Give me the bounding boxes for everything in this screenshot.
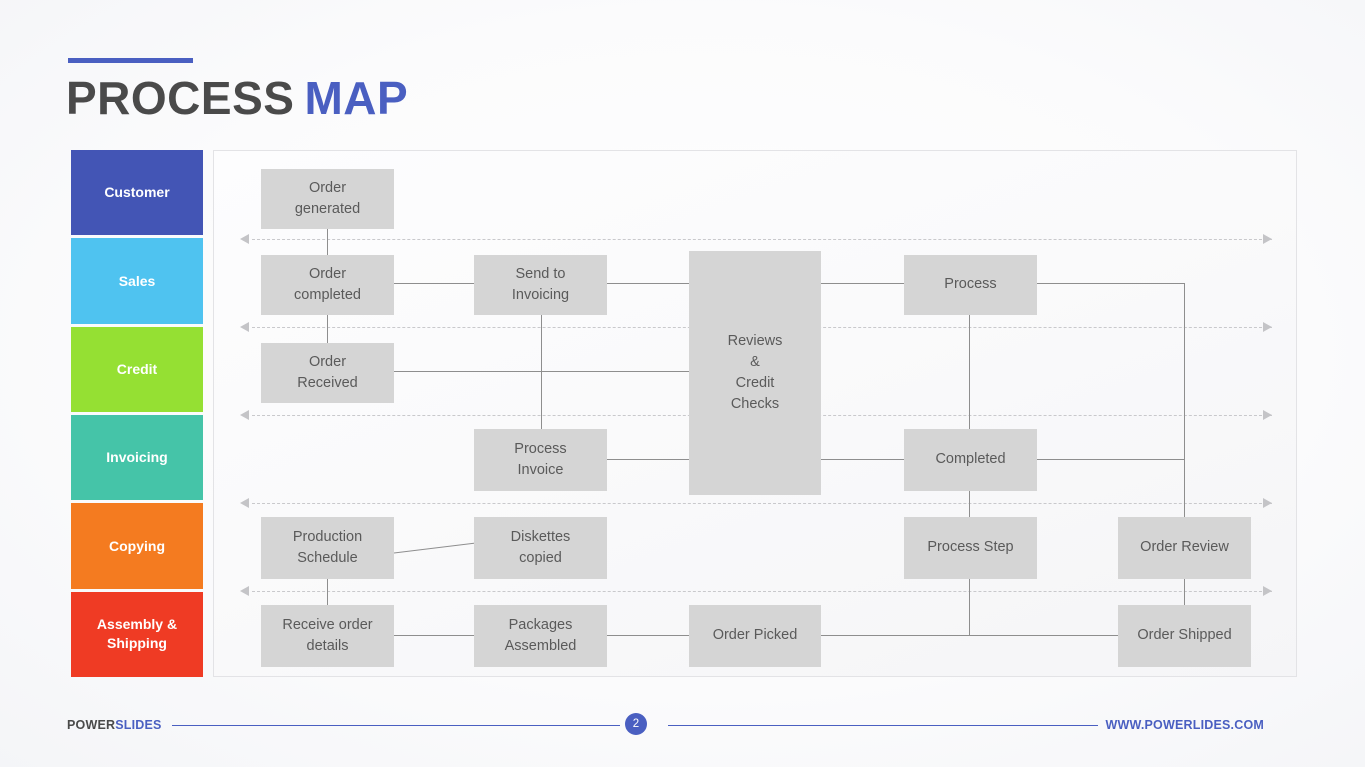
lane-label-text: Assembly & Shipping: [96, 616, 178, 652]
lane-label-text: Copying: [109, 537, 165, 554]
connector-send-to-invoicing-to-reviews: [607, 283, 689, 284]
node-completed[interactable]: Completed: [904, 429, 1037, 491]
lane-separator-arrow-right-1: [1263, 234, 1272, 244]
brand-primary: POWER: [67, 718, 116, 732]
connector-process-to-completed: [969, 315, 970, 429]
lane-separator-arrow-right-4: [1263, 498, 1272, 508]
brand-logo: POWERSLIDES: [67, 718, 162, 732]
lane-label-invoicing[interactable]: Invoicing: [71, 414, 203, 501]
lane-label-sales[interactable]: Sales: [71, 238, 203, 324]
connector-packages-assembled-to-order-picked: [607, 635, 689, 636]
connector-order-generated-to-order-completed: [327, 229, 328, 255]
lane-separator-1: [252, 239, 1272, 240]
node-label: Process Step: [927, 539, 1014, 556]
title-accent-bar: [68, 58, 193, 63]
connector-order-received-to-reviews: [394, 371, 689, 372]
lane-label-text: Credit: [116, 360, 158, 377]
lane-separator-4: [252, 503, 1272, 504]
lane-separator-arrow-left-5: [240, 586, 249, 596]
connector-order-completed-to-send-to-invoicing: [394, 283, 474, 284]
connector-right-spine-vertical: [1184, 283, 1185, 517]
node-label: Completed: [935, 451, 1006, 468]
footer-rule-left: [172, 725, 620, 726]
node-process[interactable]: Process: [904, 255, 1037, 315]
node-label: Order Review: [1140, 539, 1229, 556]
connector-order-picked-to-order-shipped: [821, 635, 1118, 636]
connector-completed-to-right-spine: [1037, 459, 1184, 460]
lane-label-text: Customer: [104, 184, 170, 201]
connector-reviews-to-completed: [821, 459, 904, 460]
node-order-review[interactable]: Order Review: [1118, 517, 1251, 579]
lane-separator-arrow-left-2: [240, 322, 249, 332]
title-secondary: MAP: [304, 72, 409, 124]
swimlane-label-column: Customer Sales Credit Invoicing Copying …: [71, 150, 203, 677]
node-order-shipped[interactable]: Order Shipped: [1118, 605, 1251, 667]
connector-process-invoice-to-reviews: [607, 459, 689, 460]
connector-receive-order-details-to-packages-assembled: [394, 635, 474, 636]
lane-label-assembly-shipping[interactable]: Assembly & Shipping: [71, 591, 203, 677]
node-process-step[interactable]: Process Step: [904, 517, 1037, 579]
lane-label-credit[interactable]: Credit: [71, 326, 203, 412]
connector-send-to-invoicing-to-process-invoice: [541, 315, 542, 429]
lane-separator-arrow-left-1: [240, 234, 249, 244]
site-url[interactable]: WWW.POWERLIDES.COM: [1105, 718, 1264, 732]
page-number-badge: 2: [625, 713, 647, 735]
footer: POWERSLIDES WWW.POWERLIDES.COM: [0, 712, 1365, 744]
lane-separator-arrow-left-4: [240, 498, 249, 508]
footer-rule-right: [668, 725, 1098, 726]
lane-label-customer[interactable]: Customer: [71, 150, 203, 236]
lane-separator-arrow-left-3: [240, 410, 249, 420]
node-label: Order Picked: [712, 627, 798, 644]
lane-separator-5: [252, 591, 1272, 592]
connector-process-to-right-spine: [1037, 283, 1184, 284]
lane-label-text: Sales: [118, 272, 156, 289]
connector-production-schedule-to-diskettes-copied: [393, 542, 477, 554]
lane-label-copying[interactable]: Copying: [71, 503, 203, 589]
connector-process-step-to-bottom-row: [969, 579, 970, 635]
node-label: Order Shipped: [1137, 627, 1232, 644]
connector-reviews-to-process: [821, 283, 904, 284]
title-primary: PROCESS: [66, 72, 295, 124]
lane-separator-arrow-right-5: [1263, 586, 1272, 596]
connector-production-schedule-to-receive-order-details: [327, 579, 328, 607]
connector-order-completed-to-order-received: [327, 315, 328, 343]
brand-secondary: SLIDES: [115, 718, 162, 732]
lane-separator-arrow-right-3: [1263, 410, 1272, 420]
node-order-picked[interactable]: Order Picked: [689, 605, 821, 667]
node-label: Process: [944, 276, 997, 293]
lane-separator-arrow-right-2: [1263, 322, 1272, 332]
lane-label-text: Invoicing: [106, 449, 168, 466]
